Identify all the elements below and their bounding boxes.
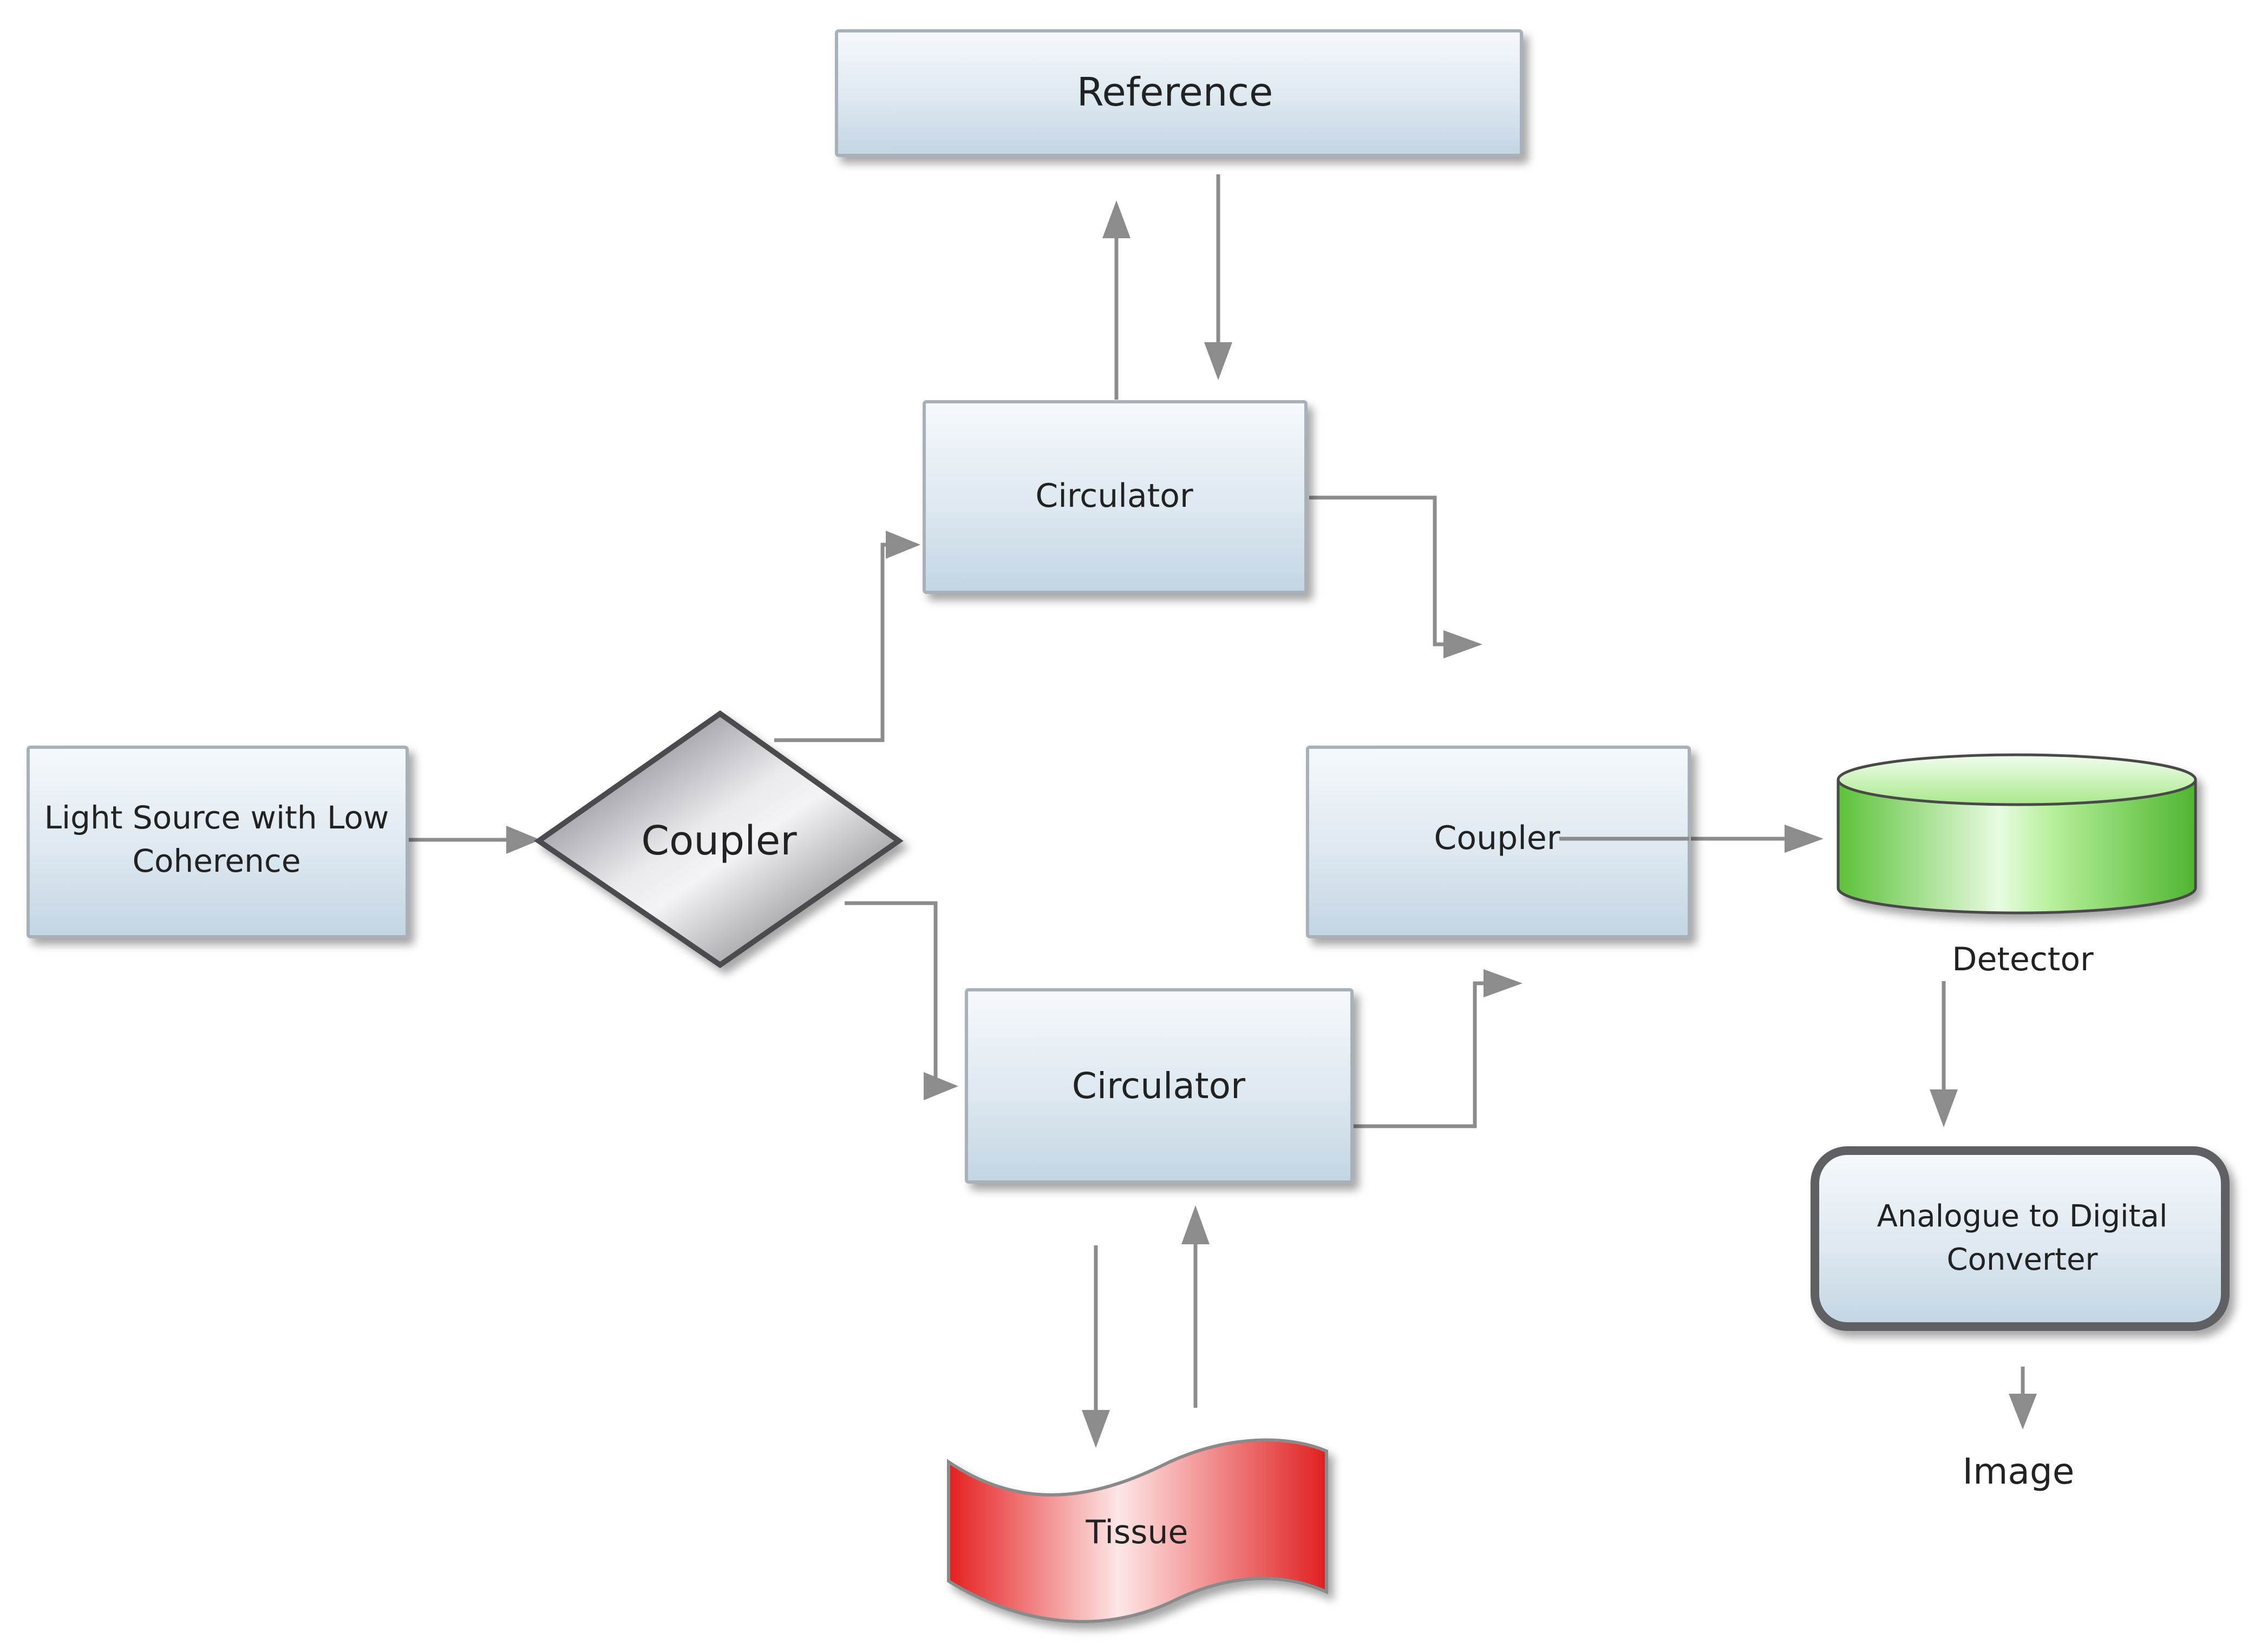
circulator-top-node (923, 400, 1308, 594)
image-label: Image (1963, 1451, 2075, 1492)
coupler-box-node (1306, 746, 1691, 938)
arrowhead (886, 531, 920, 559)
adc-label-line1: Analogue to Digital (1877, 1199, 2168, 1234)
tissue-node (947, 1438, 1328, 1623)
light-source-node (27, 746, 409, 938)
circulator-bottom-node (965, 988, 1354, 1184)
arrowhead (924, 1072, 958, 1100)
coupler-box-label: Coupler (1434, 819, 1560, 857)
edge-coupler-to-circulator-top (774, 543, 899, 742)
coupler-diamond-label: Coupler (641, 818, 797, 864)
arrowhead (1082, 1410, 1110, 1448)
adc-label-line2: Converter (1947, 1242, 2099, 1277)
arrowhead (1785, 825, 1824, 853)
arrowhead (1443, 630, 1482, 658)
arrowhead (1102, 200, 1130, 238)
edge-circulator-top-to-coupler (1309, 495, 1451, 647)
detector-label: Detector (1952, 941, 2094, 978)
circulator-top-label: Circulator (1035, 477, 1193, 515)
arrowhead (1181, 1205, 1210, 1244)
adc-node (1811, 1146, 2230, 1331)
light-source-label-line1: Light Source with Low (44, 799, 389, 836)
light-source-label-line2: Coherence (132, 843, 300, 879)
arrowhead (1484, 969, 1522, 997)
detector-node (1837, 753, 2197, 915)
reference-label: Reference (1077, 69, 1273, 115)
connectors (406, 174, 2037, 1448)
coupler-diamond-node (534, 710, 904, 969)
circulator-bottom-label: Circulator (1072, 1065, 1246, 1107)
arrowhead (2009, 1394, 2037, 1429)
edge-circulator-bottom-to-coupler (1349, 981, 1489, 1128)
arrowhead (506, 826, 540, 854)
tissue-label: Tissue (1086, 1513, 1188, 1551)
arrowhead (1930, 1089, 1958, 1127)
edge-coupler-to-circulator-bottom (845, 901, 942, 1088)
arrowhead (1204, 342, 1232, 380)
reference-node (835, 29, 1523, 157)
